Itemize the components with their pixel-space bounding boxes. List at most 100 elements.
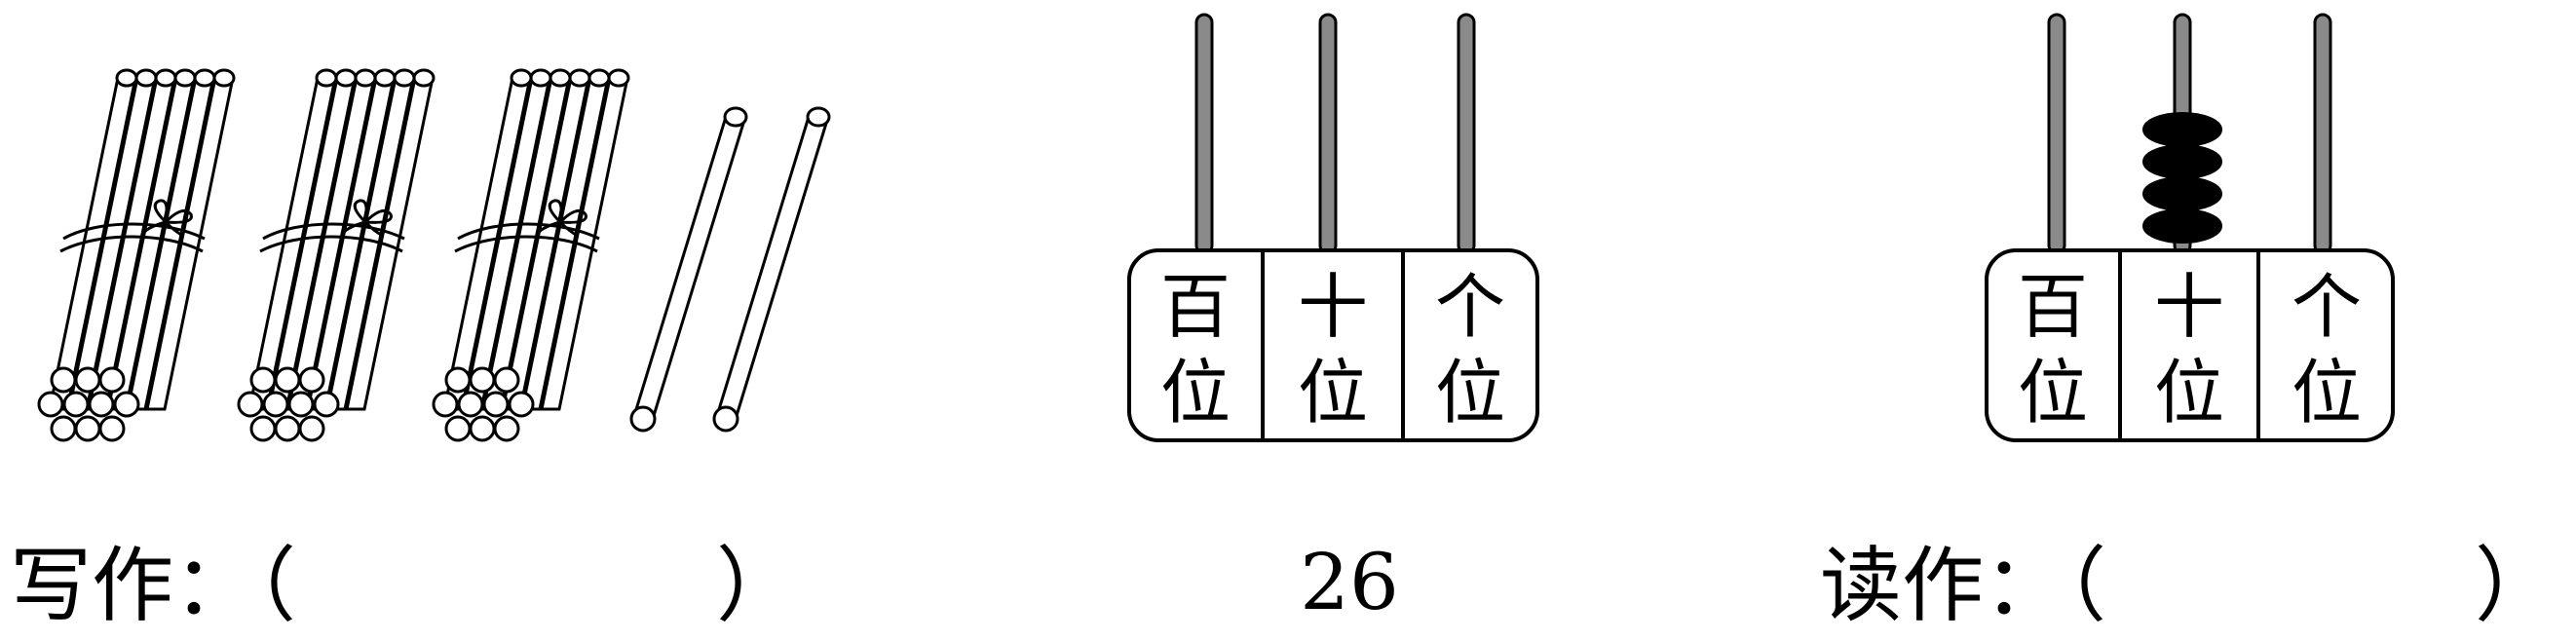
- bundle-rope: [262, 222, 405, 241]
- rope-bow: [353, 199, 368, 224]
- bundle-rope: [62, 222, 206, 241]
- stick-top-end: [806, 106, 831, 128]
- rope-bow: [153, 199, 169, 224]
- abacus-right-base: [1985, 248, 2395, 442]
- stick-top-end: [568, 68, 591, 88]
- abacus-middle: 百 位 十 位 个 位: [1127, 13, 1539, 442]
- place-label-hundreds: 百: [2018, 266, 2088, 348]
- single-stick: [712, 106, 831, 433]
- stick-top-end: [529, 68, 552, 88]
- place-label-hundreds: 百: [1160, 266, 1231, 348]
- place-label-tens: 位: [1298, 352, 1368, 434]
- place-label-ones: 个: [1435, 266, 1505, 348]
- place-label-hundreds: 位: [2018, 352, 2088, 434]
- stick-end: [37, 391, 64, 418]
- stick-top-end: [212, 68, 236, 88]
- stick-end: [629, 405, 657, 433]
- stick-end: [274, 366, 301, 394]
- place-label-tens: 位: [2154, 352, 2224, 434]
- single-stick: [629, 106, 748, 433]
- stick-end: [444, 415, 472, 442]
- write-prompt-close: ）: [716, 538, 798, 633]
- abacus-middle-base: [1127, 248, 1539, 442]
- abacus-bead: [2142, 208, 2222, 244]
- read-prompt-close: ）: [2475, 538, 2557, 633]
- stick-end: [249, 415, 277, 442]
- stick-end: [287, 391, 315, 418]
- place-label-ones: 个: [2292, 266, 2362, 348]
- stick-top-end: [315, 68, 338, 88]
- stick-top-end: [510, 68, 533, 88]
- rope-bow: [363, 208, 393, 224]
- write-prompt-label: 写作：（: [10, 538, 296, 633]
- stick-end: [482, 391, 510, 418]
- abacus-right: 百 位 十 位 个 位: [1985, 13, 2395, 442]
- abacus-rod: [1318, 13, 1338, 255]
- bundle-rope: [59, 235, 204, 253]
- abacus-bead: [2142, 144, 2222, 179]
- stick-end: [98, 415, 126, 442]
- stick-top-end: [607, 68, 630, 88]
- place-label-tens: 十: [2154, 266, 2224, 348]
- stick-top-end: [354, 68, 377, 88]
- number-label: 26: [1300, 537, 1399, 627]
- stick-end: [298, 366, 325, 394]
- stick-top-end: [193, 68, 216, 88]
- stick-end: [469, 366, 496, 394]
- stick-end: [98, 366, 126, 394]
- stick-end: [249, 366, 277, 394]
- stick-end: [508, 391, 535, 418]
- rope-bow: [558, 208, 587, 224]
- stick-top-end: [173, 68, 197, 88]
- stick-end: [62, 391, 90, 418]
- abacus-bead: [2142, 112, 2222, 147]
- stick-end: [113, 391, 140, 418]
- stick-end: [432, 391, 459, 418]
- stick-top-end: [549, 68, 572, 88]
- stick-end: [712, 405, 739, 433]
- stick-end: [74, 366, 101, 394]
- read-prompt-label: 读作：（: [1820, 538, 2106, 633]
- rope-bow: [140, 220, 184, 238]
- stick-end: [493, 366, 520, 394]
- abacus-rod: [2313, 13, 2332, 255]
- rope-bow: [548, 199, 563, 224]
- stick-top-end: [334, 68, 358, 88]
- stick-top-end: [154, 68, 177, 88]
- stick-bundle: [237, 68, 436, 442]
- place-label-tens: 十: [1298, 266, 1368, 348]
- stick-bundle: [432, 68, 630, 442]
- bundle-rope: [259, 235, 403, 253]
- rope-bow: [164, 208, 193, 224]
- stick-top-end: [587, 68, 611, 88]
- bundle-rope: [454, 235, 598, 253]
- place-label-ones: 位: [2292, 352, 2362, 434]
- abacus-rod: [1194, 13, 1214, 255]
- bundle-rope: [457, 222, 600, 241]
- stick-end: [50, 366, 77, 394]
- stick-top-end: [723, 106, 748, 128]
- abacus-bead: [2142, 176, 2222, 211]
- place-label-hundreds: 位: [1160, 352, 1231, 434]
- stick-end: [88, 391, 115, 418]
- stick-top-end: [412, 68, 436, 88]
- rope-bow: [535, 220, 579, 238]
- stick-end: [237, 391, 264, 418]
- stick-end: [457, 391, 484, 418]
- stick-end: [74, 415, 101, 442]
- stick-top-end: [134, 68, 158, 88]
- stick-end: [493, 415, 520, 442]
- stick-end: [313, 391, 340, 418]
- stick-end: [444, 366, 472, 394]
- rope-bow: [340, 220, 384, 238]
- stick-end: [50, 415, 77, 442]
- abacus-rod: [2047, 13, 2066, 255]
- stick-top-end: [393, 68, 416, 88]
- place-label-ones: 位: [1435, 352, 1505, 434]
- stick-end: [298, 415, 325, 442]
- stick-bundle: [37, 68, 236, 442]
- abacus-rod: [1457, 13, 1476, 255]
- stick-end: [469, 415, 496, 442]
- stick-top-end: [373, 68, 397, 88]
